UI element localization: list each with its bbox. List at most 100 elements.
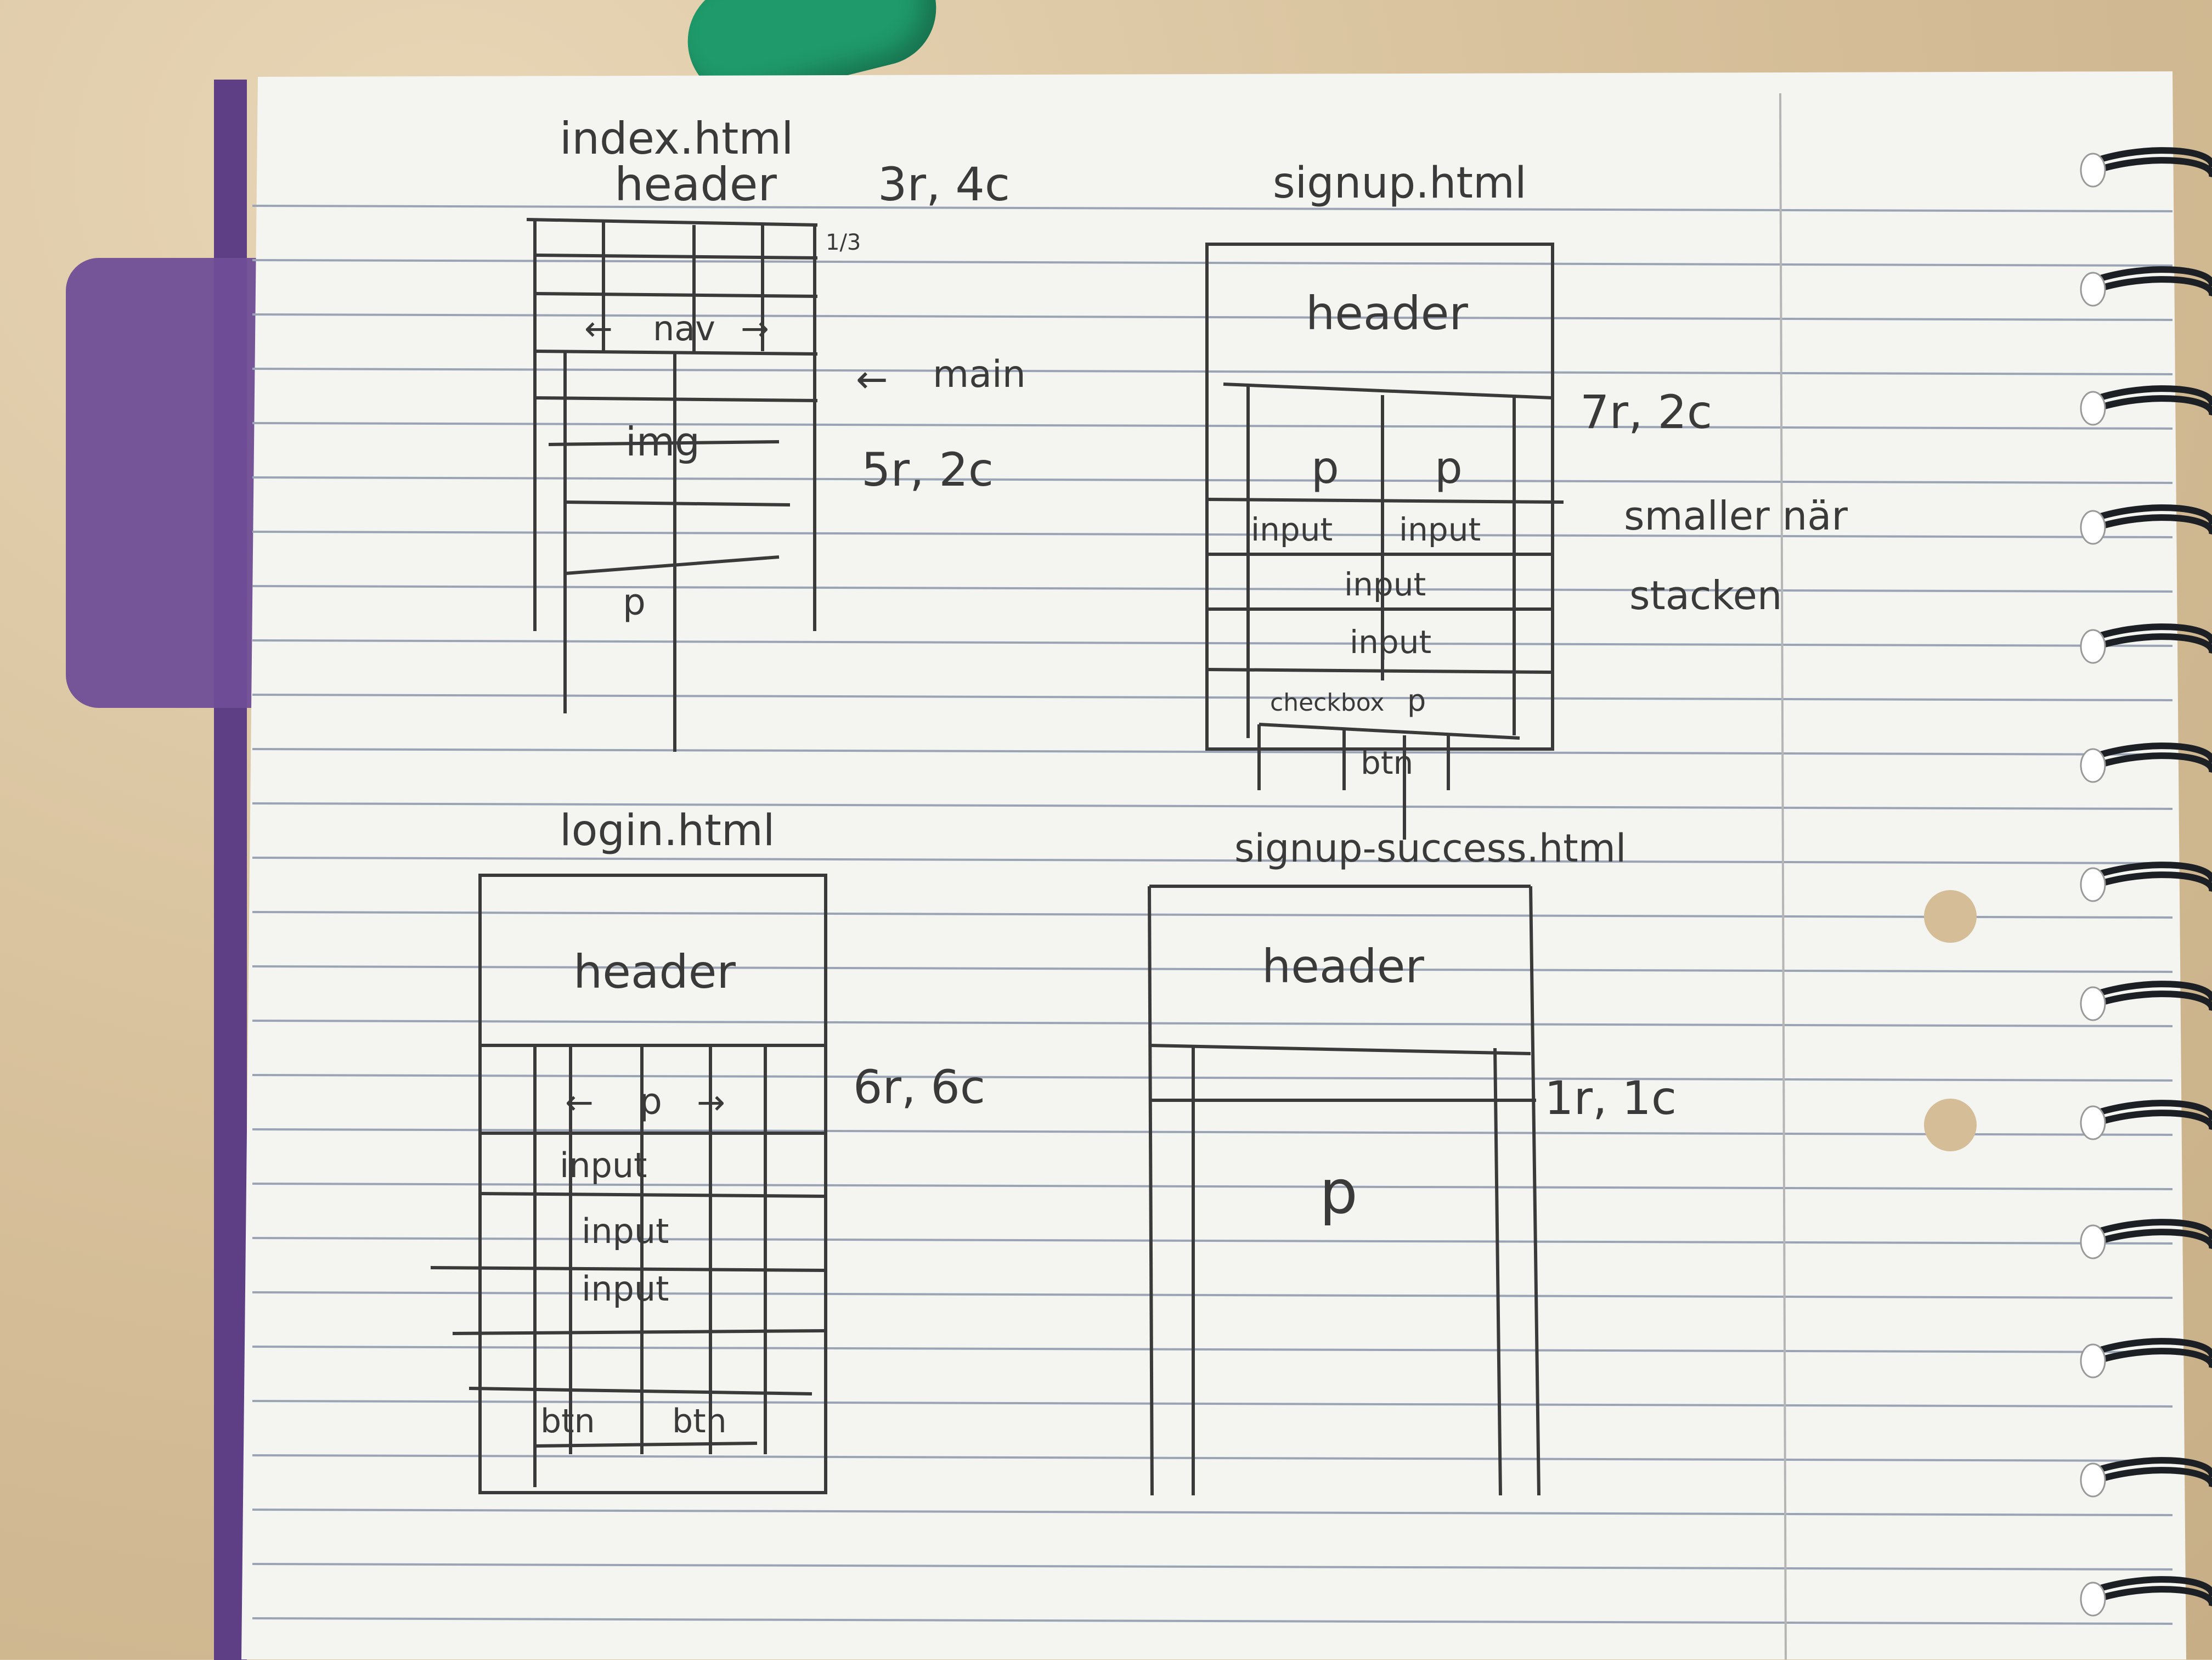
ruled-line <box>252 1509 2173 1516</box>
index-nav-right-arrow: → <box>741 308 769 348</box>
ruled-line <box>252 422 2173 430</box>
login-p-left-arrow: ← <box>565 1082 594 1122</box>
spiral-hole <box>2080 867 2106 902</box>
spiral-ring <box>2083 742 2212 773</box>
spiral-binding <box>2080 147 2212 1617</box>
paper-sheet <box>241 71 2186 1659</box>
index-header-label: header <box>614 157 777 211</box>
spiral-hole <box>2080 1582 2106 1617</box>
spiral-ring <box>2083 862 2212 892</box>
signup-input3-label: input <box>1344 566 1426 603</box>
spiral-hole <box>2080 1343 2106 1378</box>
success-title: signup-success.html <box>1234 826 1626 871</box>
ruled-line <box>252 259 2173 267</box>
punch-hole <box>1924 890 1977 943</box>
login-p-right-arrow: → <box>697 1082 725 1122</box>
spiral-ring <box>2083 1457 2212 1488</box>
signup-input4-label: input <box>1350 623 1431 661</box>
spiral-hole <box>2080 510 2106 545</box>
ruled-line <box>252 585 2173 593</box>
index-sketch <box>526 218 818 752</box>
ruled-line <box>252 1128 2173 1136</box>
index-nav-label: nav <box>653 308 715 348</box>
ruled-line <box>252 1237 2173 1245</box>
signup-grid-label: 7r, 2c <box>1580 385 1712 439</box>
spiral-ring <box>2083 1219 2212 1250</box>
ruled-line <box>252 205 2173 212</box>
ruled-line <box>252 802 2173 810</box>
login-p-label: p <box>639 1081 662 1123</box>
login-grid-label: 6r, 6c <box>853 1060 985 1114</box>
success-p-label: p <box>1319 1157 1358 1227</box>
ruled-line <box>252 1454 2173 1462</box>
signup-header-label: header <box>1306 286 1468 340</box>
index-p-label: p <box>623 581 646 623</box>
ruled-line <box>252 1291 2173 1299</box>
signup-btn-label: btn <box>1361 744 1413 781</box>
ruled-line <box>252 1346 2173 1353</box>
spiral-hole <box>2080 629 2106 664</box>
login-title: login.html <box>560 806 775 856</box>
login-input2-label: input <box>582 1211 669 1251</box>
spiral-ring <box>2083 147 2212 178</box>
margin-line <box>1779 93 1787 1659</box>
ruled-lines <box>252 205 2173 1625</box>
login-btn2-label: btn <box>672 1402 727 1440</box>
punch-hole <box>1924 1099 1977 1151</box>
spiral-ring <box>2083 1338 2212 1369</box>
ruled-line <box>252 748 2173 756</box>
spiral-hole <box>2080 391 2106 426</box>
signup-checkbox-label: checkbox <box>1270 689 1384 717</box>
ruled-line <box>252 965 2173 973</box>
success-sketch <box>1148 885 1541 1496</box>
spiral-ring <box>2083 385 2212 416</box>
index-img-label: img <box>625 419 700 465</box>
ruled-line <box>252 1074 2173 1082</box>
ruled-line <box>252 1183 2173 1190</box>
index-main-grid-label: 5r, 2c <box>861 443 994 497</box>
signup-p1-label: p <box>1311 442 1339 493</box>
signup-side-note-2: stacken <box>1629 572 1782 618</box>
signup-input2-label: input <box>1399 511 1481 548</box>
ruled-line <box>252 911 2173 919</box>
ruled-line <box>252 368 2173 375</box>
index-title: index.html <box>560 113 794 164</box>
spiral-hole <box>2080 272 2106 307</box>
signup-input1-label: input <box>1251 511 1333 548</box>
success-grid-label: 1r, 1c <box>1544 1071 1677 1125</box>
ruled-line <box>252 313 2173 321</box>
index-fraction-label: 1/3 <box>826 230 861 255</box>
login-input1-label: input <box>560 1145 647 1185</box>
spiral-ring <box>2083 981 2212 1011</box>
spiral-hole <box>2080 1105 2106 1140</box>
index-main-label: main <box>933 353 1026 396</box>
spiral-ring <box>2083 266 2212 297</box>
ruled-line <box>252 857 2173 864</box>
ruled-line <box>252 639 2173 647</box>
ruled-line <box>252 1020 2173 1027</box>
index-nav-left-arrow: ← <box>584 308 613 348</box>
login-sketch <box>430 874 827 1494</box>
spiral-hole <box>2080 748 2106 783</box>
spiral-hole <box>2080 153 2106 188</box>
ruled-line <box>252 1563 2173 1571</box>
login-input3-label: input <box>582 1269 669 1309</box>
spiral-ring <box>2083 1576 2212 1607</box>
spiral-hole <box>2080 986 2106 1021</box>
signup-side-note-1: smaller när <box>1624 493 1848 539</box>
ruled-line <box>252 1400 2173 1408</box>
spiral-ring <box>2083 1100 2212 1130</box>
login-header-label: header <box>573 945 736 999</box>
ruled-line <box>252 1617 2173 1625</box>
spiral-hole <box>2080 1224 2106 1259</box>
ruled-line <box>252 694 2173 701</box>
signup-sketch <box>1205 243 1564 840</box>
signup-p2-label: p <box>1435 442 1463 493</box>
signup-title: signup.html <box>1273 159 1527 208</box>
login-btn1-label: btn <box>540 1402 595 1440</box>
ruled-line <box>252 531 2173 538</box>
spiral-ring <box>2083 623 2212 654</box>
success-header-label: header <box>1262 939 1424 993</box>
signup-checkbox-p-label: p <box>1407 683 1426 718</box>
